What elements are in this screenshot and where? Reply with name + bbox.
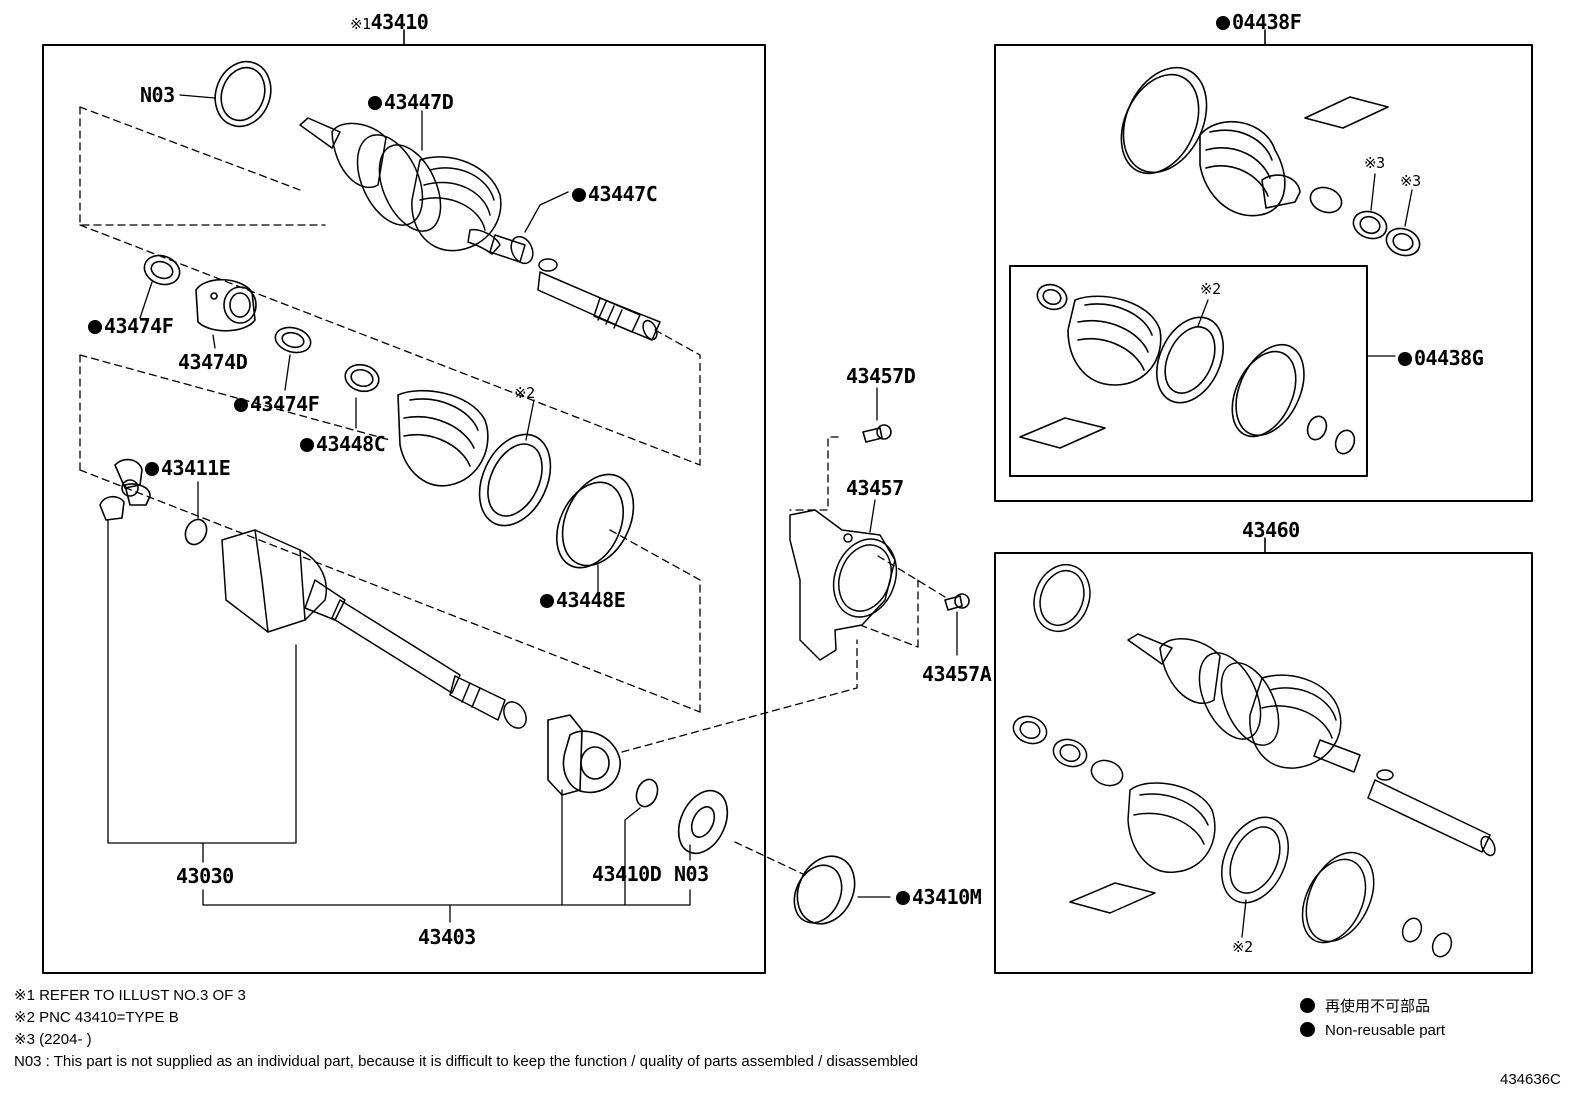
footnote-2: ※2 PNC 43410=TYPE B bbox=[14, 1009, 179, 1026]
legend-text: Non-reusable part bbox=[1325, 1022, 1446, 1039]
ref-mark-3: ※3 bbox=[1400, 172, 1421, 190]
frame-04438F bbox=[994, 44, 1533, 502]
label-43474D: 43474D bbox=[178, 350, 248, 374]
group-title-43460: 43460 bbox=[1242, 518, 1300, 542]
inner-boot bbox=[397, 389, 552, 527]
non-reusable-dot-icon bbox=[234, 398, 248, 412]
part-number: 04438F bbox=[1232, 10, 1302, 34]
label-43447C: 43447C bbox=[572, 182, 658, 206]
footnote-3: ※3 (2204- ) bbox=[14, 1031, 92, 1048]
label-43410D: 43410D bbox=[592, 862, 662, 886]
label-43457A: 43457A bbox=[922, 662, 992, 686]
part-number: 04438G bbox=[1414, 346, 1484, 370]
non-reusable-dot-icon bbox=[1300, 998, 1315, 1013]
part-number: 43448C bbox=[316, 432, 386, 456]
part-number: 43410M bbox=[912, 885, 982, 909]
legend-text: 再使用不可部品 bbox=[1325, 998, 1431, 1015]
group-title-04438G: 04438G bbox=[1398, 346, 1484, 370]
non-reusable-dot-icon bbox=[368, 96, 382, 110]
ring-43410D bbox=[635, 778, 659, 808]
label-43030: 43030 bbox=[176, 864, 234, 888]
non-reusable-dot-icon bbox=[145, 462, 159, 476]
group-title-43410: ※143410 bbox=[350, 10, 429, 34]
bolt-43457D bbox=[862, 424, 892, 443]
clamp-43474F-a bbox=[143, 254, 181, 286]
dashed-guides bbox=[79, 106, 946, 876]
assembly-43460-parts bbox=[1012, 563, 1496, 958]
ref-mark-2: ※2 bbox=[1200, 280, 1221, 298]
seal-43410M bbox=[793, 855, 856, 925]
bearing-bracket-43403 bbox=[547, 714, 621, 796]
ref-mark-2: ※2 bbox=[514, 384, 535, 402]
label-n03-top: N03 bbox=[140, 83, 175, 107]
part-number: 43448E bbox=[556, 588, 626, 612]
label-43457D: 43457D bbox=[846, 364, 916, 388]
tripod-43411E bbox=[99, 458, 151, 521]
label-43403: 43403 bbox=[418, 925, 476, 949]
label-n03-bottom: N03 bbox=[674, 862, 709, 886]
figure-id: 434636C bbox=[1500, 1071, 1561, 1088]
non-reusable-dot-icon bbox=[88, 320, 102, 334]
frame-04438G bbox=[1009, 265, 1368, 477]
ref-mark: ※1 bbox=[350, 15, 371, 33]
label-43410M: 43410M bbox=[896, 885, 982, 909]
non-reusable-dot-icon bbox=[896, 891, 910, 905]
bolt-43457A bbox=[944, 593, 970, 611]
inner-joint-shaft bbox=[221, 529, 527, 729]
part-number: 43474F bbox=[104, 314, 174, 338]
footnote-n03: N03 : This part is not supplied as an in… bbox=[14, 1053, 919, 1070]
label-43474F-a: 43474F bbox=[88, 314, 174, 338]
label-43447D: 43447D bbox=[368, 90, 454, 114]
part-number: 43447C bbox=[588, 182, 658, 206]
clamp-43474F-b bbox=[274, 326, 312, 354]
part-number: 43447D bbox=[384, 90, 454, 114]
clamp-43448C bbox=[344, 363, 380, 393]
non-reusable-dot-icon bbox=[1398, 352, 1412, 366]
non-reusable-dot-icon bbox=[540, 594, 554, 608]
label-43457: 43457 bbox=[846, 476, 904, 500]
non-reusable-dot-icon bbox=[572, 188, 586, 202]
footnote-1: ※1 REFER TO ILLUST NO.3 OF 3 bbox=[14, 987, 246, 1004]
snapring-small-left bbox=[184, 518, 208, 546]
kit-04438G-parts bbox=[1019, 283, 1356, 455]
washer-n03-bottom bbox=[677, 789, 729, 855]
ring-n03-top bbox=[214, 60, 272, 128]
legend-jp: 再使用不可部品 bbox=[1300, 998, 1430, 1014]
bracket-43457 bbox=[789, 509, 898, 661]
legend-en: Non-reusable part bbox=[1300, 1022, 1445, 1038]
housing-43474D bbox=[195, 279, 257, 332]
clamp-43448E bbox=[556, 473, 635, 569]
label-43448C: 43448C bbox=[300, 432, 386, 456]
non-reusable-dot-icon bbox=[1216, 16, 1230, 30]
non-reusable-dot-icon bbox=[1300, 1022, 1315, 1037]
ref-mark-2: ※2 bbox=[1232, 938, 1253, 956]
outer-joint-shaft bbox=[299, 117, 661, 341]
group-title-04438F: 04438F bbox=[1216, 10, 1302, 34]
label-43474F-b: 43474F bbox=[234, 392, 320, 416]
part-number: 43474F bbox=[250, 392, 320, 416]
ref-mark-3: ※3 bbox=[1364, 154, 1385, 172]
non-reusable-dot-icon bbox=[300, 438, 314, 452]
frame-43460 bbox=[994, 552, 1533, 974]
part-number: 43410 bbox=[370, 10, 429, 34]
label-43411E: 43411E bbox=[145, 456, 231, 480]
label-43448E: 43448E bbox=[540, 588, 626, 612]
kit-04438F-parts bbox=[1120, 66, 1421, 257]
part-number: 43411E bbox=[161, 456, 231, 480]
leader-lines bbox=[107, 94, 1413, 938]
